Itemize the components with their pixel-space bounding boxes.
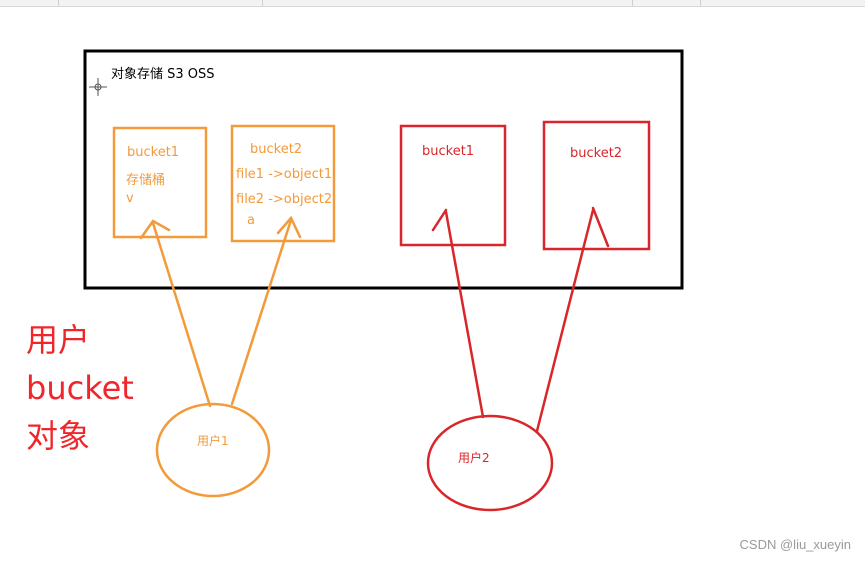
arrow-user2-bucket1 [431,208,485,419]
red-bucket2-box [542,120,651,251]
orange-bucket1-line2: 存储桶 [126,173,166,188]
legend-line-object: 对象 [26,417,91,455]
user1-ellipse [155,402,271,498]
orange-bucket2-line3: file2 ->object2 [236,192,333,207]
legend-line-bucket: bucket [26,369,134,407]
arrow-user1-bucket1 [139,219,212,408]
orange-bucket1-name: bucket1 [127,145,180,160]
user2-ellipse [426,414,554,512]
arrow-user1-bucket2 [230,215,302,406]
orange-bucket2-name: bucket2 [250,142,303,157]
storage-frame [83,49,684,290]
user2-label: 用户2 [458,451,490,465]
arrow-user2-bucket2 [535,206,610,433]
watermark: CSDN @liu_xueyin [739,537,851,552]
user1-label: 用户1 [197,434,229,448]
diagram-title: 对象存储 S3 OSS [111,67,215,82]
orange-bucket1-box [112,126,208,239]
red-bucket2-name: bucket2 [570,146,623,161]
window-top-strip [0,0,865,7]
crosshair-icon [89,78,107,96]
orange-bucket1-line3: v [126,191,134,206]
legend-block: 用户 bucket 对象 [26,316,134,460]
orange-bucket2-line2: file1 ->object1 [236,167,333,182]
orange-bucket2-line4: a [247,213,255,228]
red-bucket1-name: bucket1 [422,144,475,159]
legend-line-user: 用户 [26,321,91,359]
